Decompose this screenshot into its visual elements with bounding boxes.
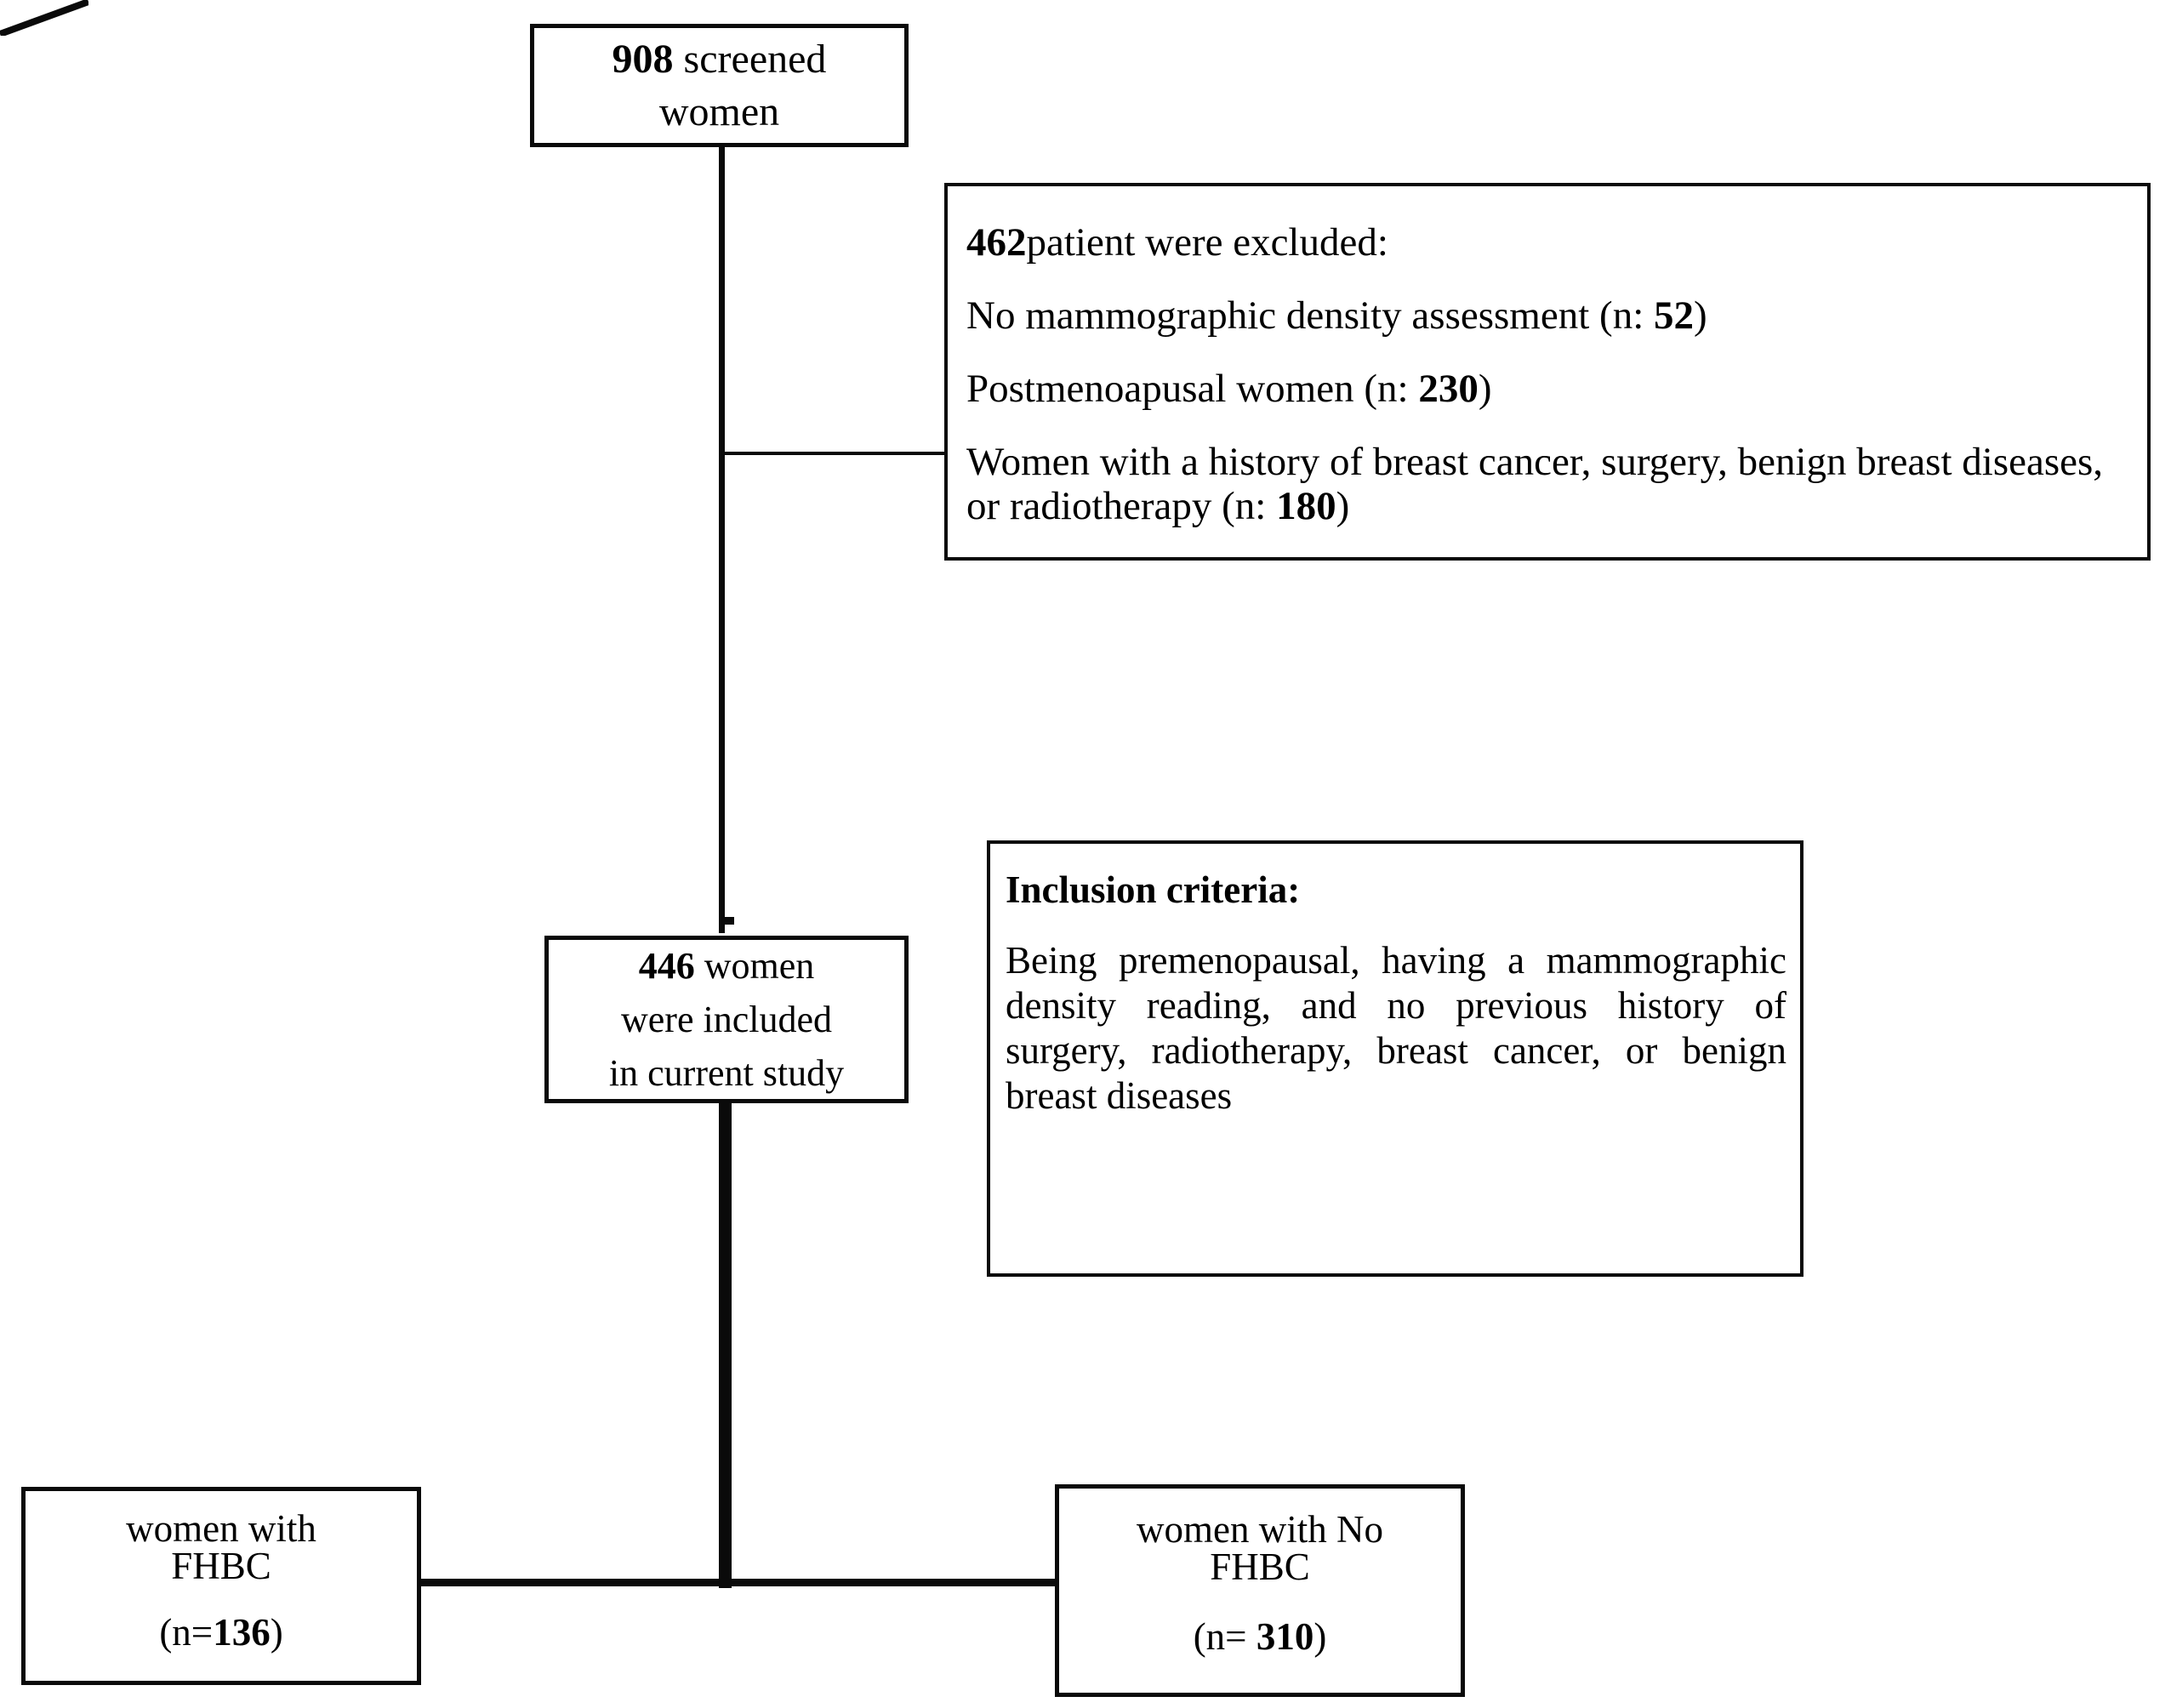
- included-line-3: in current study: [608, 1052, 845, 1094]
- screened-line-2: women: [658, 88, 780, 134]
- node-excluded-patients: 462patient were excluded: No mammographi…: [944, 183, 2151, 561]
- nofhbc-n-value: 310: [1256, 1615, 1314, 1658]
- connector-split-bar: [419, 1579, 1058, 1586]
- excluded-reason-2: Postmenoapusal women (n: 230): [966, 367, 2132, 411]
- excluded-reason-3-count: 180: [1276, 484, 1336, 528]
- connector-included-to-split: [719, 1102, 732, 1588]
- excluded-header-text: patient were excluded:: [1026, 220, 1388, 265]
- excluded-reason-2-text: Postmenoapusal women (n:: [966, 367, 1419, 411]
- node-included-women: 446 women were included in current study: [544, 936, 909, 1103]
- nofhbc-count-line: (n= 310): [1193, 1615, 1327, 1658]
- inclusion-heading: Inclusion criteria:: [1006, 868, 1301, 911]
- nofhbc-n-open: (n=: [1193, 1615, 1256, 1658]
- connector-arrowhead-jog: [719, 917, 734, 925]
- nofhbc-line-1: women with No: [1137, 1508, 1383, 1551]
- included-line-1: 446 women: [639, 939, 815, 993]
- node-inclusion-criteria: Inclusion criteria: Being premenopausal,…: [987, 840, 1803, 1277]
- excluded-reason-3: Women with a history of breast cancer, s…: [966, 440, 2132, 528]
- excluded-reason-1-text: No mammographic density assessment (n:: [966, 293, 1654, 338]
- fhbc-n-value: 136: [213, 1611, 271, 1654]
- excluded-reason-3-tail: ): [1336, 484, 1350, 528]
- included-line-2: were included: [621, 999, 832, 1040]
- nofhbc-line-2: FHBC: [1210, 1546, 1310, 1588]
- fhbc-n-open: (n=: [159, 1611, 214, 1654]
- excluded-header: 462patient were excluded:: [966, 220, 2132, 265]
- node-women-with-fhbc: women with FHBC (n=136): [21, 1487, 421, 1685]
- screened-label: screened: [683, 36, 827, 82]
- connector-screened-to-included: [719, 146, 725, 933]
- excluded-reason-2-count: 230: [1418, 367, 1479, 411]
- excluded-reason-3-text: Women with a history of breast cancer, s…: [966, 440, 2104, 528]
- nofhbc-n-close: ): [1313, 1615, 1327, 1658]
- fhbc-line-1: women with: [126, 1507, 316, 1550]
- node-women-with-no-fhbc: women with No FHBC (n= 310): [1055, 1484, 1465, 1697]
- excluded-reason-2-tail: ): [1478, 367, 1492, 411]
- inclusion-body: Being premenopausal, having a mammograph…: [1006, 939, 1786, 1117]
- screened-line-1: 908 screened: [613, 33, 827, 86]
- fhbc-count-line: (n=136): [159, 1611, 283, 1654]
- fhbc-line-2: FHBC: [171, 1545, 271, 1587]
- included-line-1-tail: women: [704, 945, 815, 987]
- excluded-reason-1: No mammographic density assessment (n: 5…: [966, 293, 2132, 338]
- excluded-header-count: 462: [966, 220, 1027, 265]
- connector-included-to-inclusion-box: [0, 0, 88, 36]
- connector-to-excluded-box: [721, 452, 948, 455]
- screened-count: 908: [612, 36, 674, 82]
- included-count: 446: [638, 945, 695, 987]
- excluded-reason-1-tail: ): [1694, 293, 1707, 338]
- node-screened-women: 908 screened women: [530, 24, 909, 147]
- excluded-reason-1-count: 52: [1654, 293, 1694, 338]
- fhbc-n-close: ): [270, 1611, 283, 1654]
